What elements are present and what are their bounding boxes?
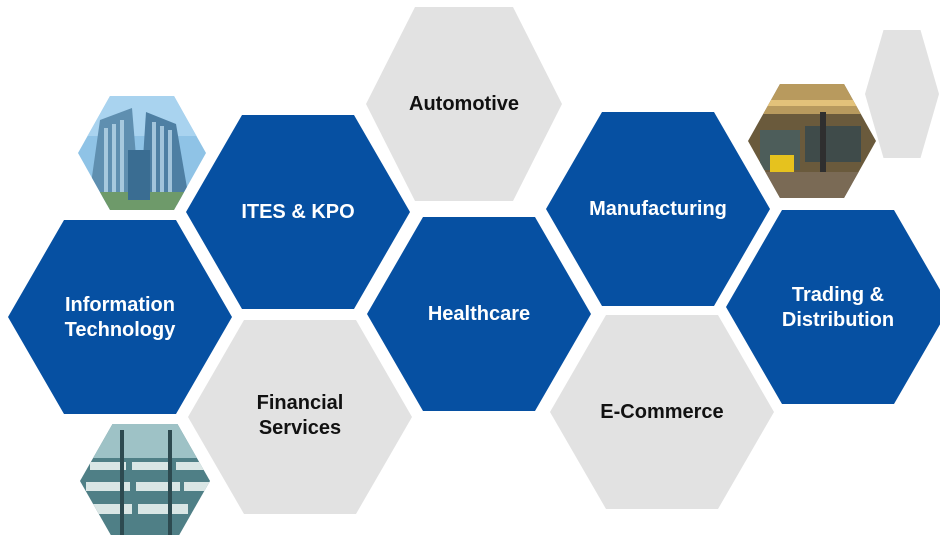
factory-floor-photo: [748, 84, 876, 198]
trading-distribution-hex: [726, 210, 940, 404]
decorative-small-hex: [865, 30, 939, 158]
financial-services-hex: [188, 320, 412, 514]
ites-kpo-hex: [186, 115, 410, 309]
information-technology-hex: [8, 220, 232, 414]
office-buildings-photo: [78, 96, 206, 210]
manufacturing-hex: [546, 112, 770, 306]
automotive-hex: [366, 7, 562, 201]
healthcare-hex: [367, 217, 591, 411]
e-commerce-hex: [550, 315, 774, 509]
warehouse-interior-photo: [80, 424, 210, 535]
